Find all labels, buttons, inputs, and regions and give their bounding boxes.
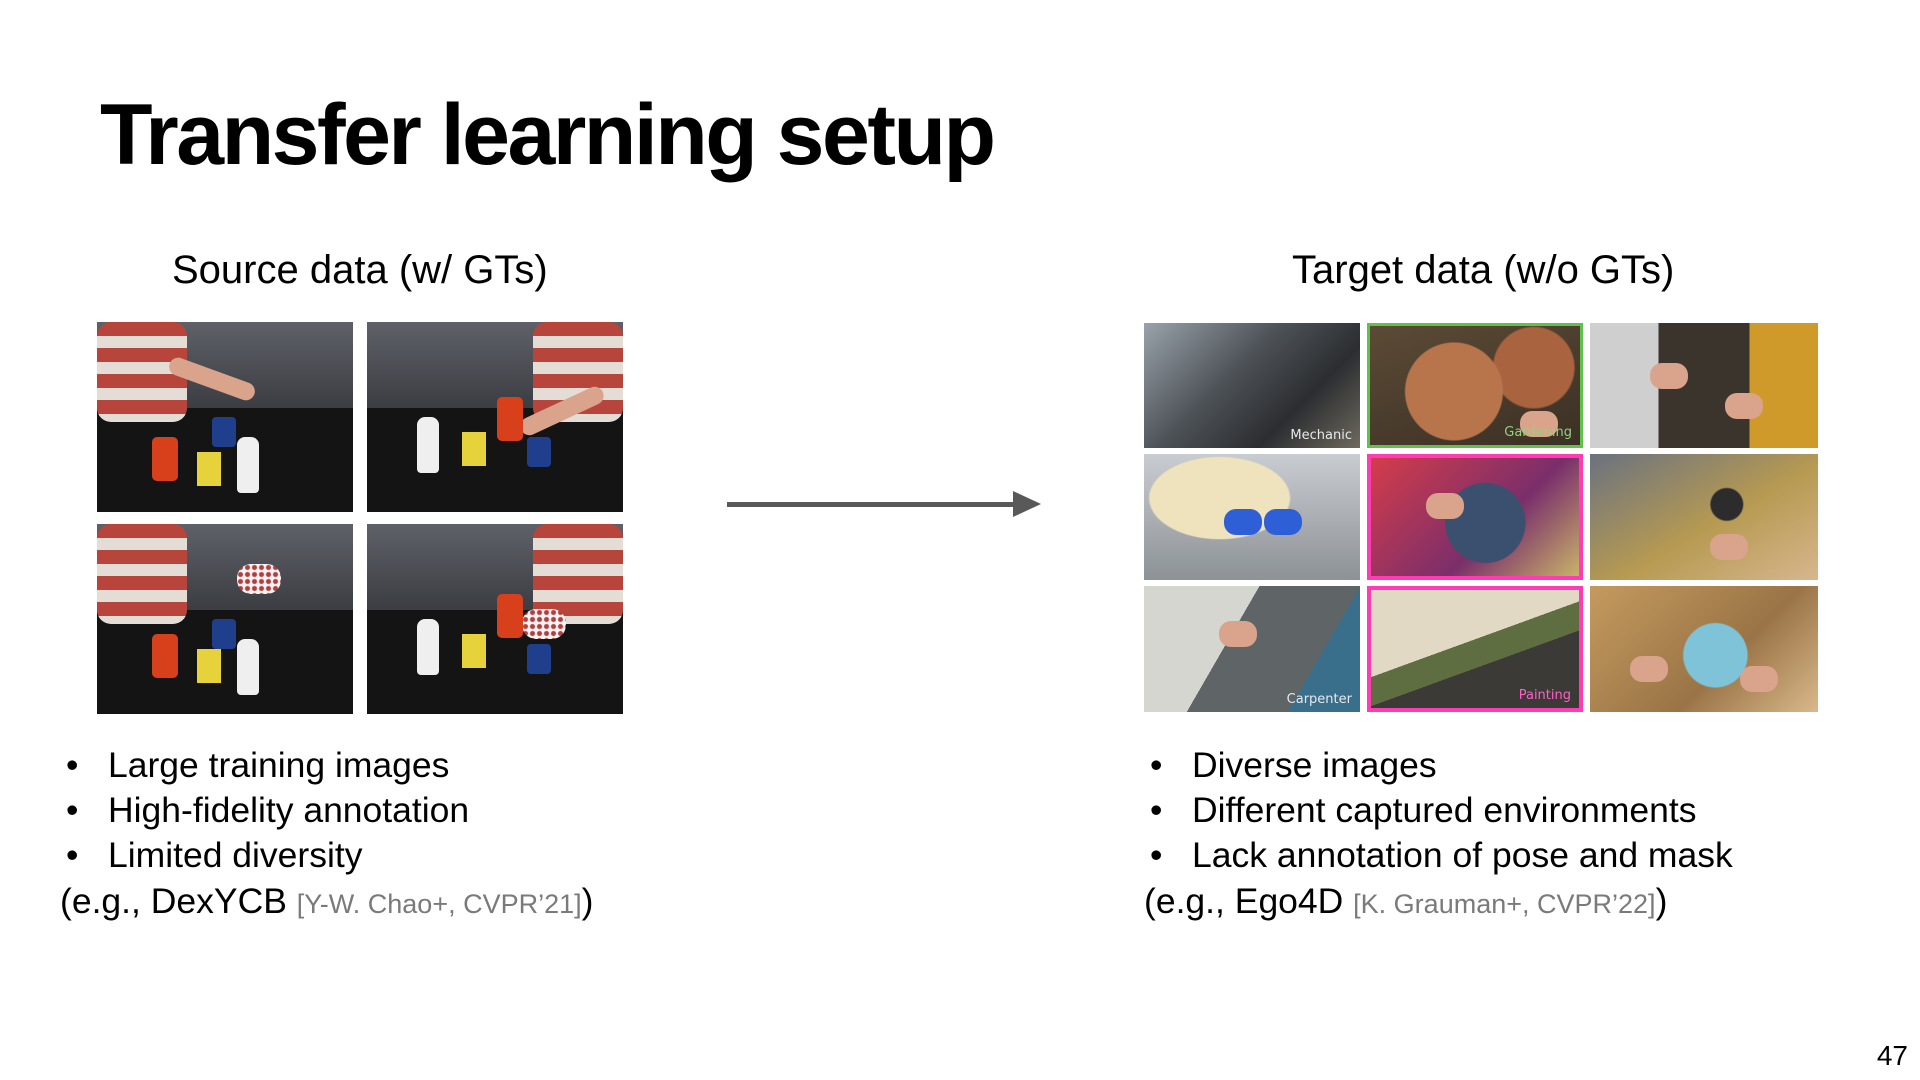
- list-item: •Large training images: [60, 743, 469, 788]
- bullet-icon: •: [1150, 835, 1163, 875]
- target-image-mechanic: Mechanic: [1144, 323, 1360, 448]
- target-image: [1144, 454, 1360, 580]
- image-label: Carpenter: [1286, 692, 1352, 707]
- target-example: (e.g., Ego4D [K. Grauman+, CVPR’22]): [1144, 881, 1668, 921]
- arrow-right-icon: [1013, 491, 1041, 517]
- source-image: [97, 524, 353, 714]
- bullet-icon: •: [1150, 745, 1163, 785]
- list-item: •Different captured environments: [1144, 788, 1733, 833]
- target-bullet-list: •Diverse images •Different captured envi…: [1144, 743, 1733, 878]
- list-item: •High-fidelity annotation: [60, 788, 469, 833]
- citation: [Y-W. Chao+, CVPR’21]: [296, 889, 582, 919]
- source-image-grid: [97, 322, 623, 714]
- target-image-painting: Painting: [1367, 586, 1583, 712]
- bullet-icon: •: [66, 745, 79, 785]
- page-number: 47: [1876, 1040, 1908, 1071]
- image-label: Mechanic: [1290, 428, 1352, 443]
- target-image: [1590, 454, 1818, 580]
- target-image: [1367, 454, 1583, 580]
- source-image: [97, 322, 353, 512]
- bullet-icon: •: [66, 790, 79, 830]
- list-item: •Limited diversity: [60, 833, 469, 878]
- source-bullet-list: •Large training images •High-fidelity an…: [60, 743, 469, 878]
- target-image: [1590, 586, 1818, 712]
- image-label: Painting: [1518, 688, 1571, 703]
- source-example: (e.g., DexYCB [Y-W. Chao+, CVPR’21]): [60, 881, 594, 921]
- bullet-icon: •: [1150, 790, 1163, 830]
- source-image: [367, 524, 623, 714]
- arrow-line: [727, 502, 1015, 507]
- source-image: [367, 322, 623, 512]
- slide-title: Transfer learning setup: [100, 87, 996, 183]
- target-caption: Target data (w/o GTs): [1292, 248, 1675, 292]
- citation: [K. Grauman+, CVPR’22]: [1353, 889, 1656, 919]
- target-image: [1590, 323, 1818, 448]
- source-caption: Source data (w/ GTs): [172, 248, 548, 292]
- target-image-carpenter: Carpenter: [1144, 586, 1360, 712]
- target-image-gardening: Gardening: [1367, 323, 1583, 448]
- list-item: •Diverse images: [1144, 743, 1733, 788]
- bullet-icon: •: [66, 835, 79, 875]
- list-item: •Lack annotation of pose and mask: [1144, 833, 1733, 878]
- image-label: Gardening: [1504, 425, 1572, 440]
- target-image-grid: Mechanic Gardening Carpenter Painting: [1144, 323, 1818, 712]
